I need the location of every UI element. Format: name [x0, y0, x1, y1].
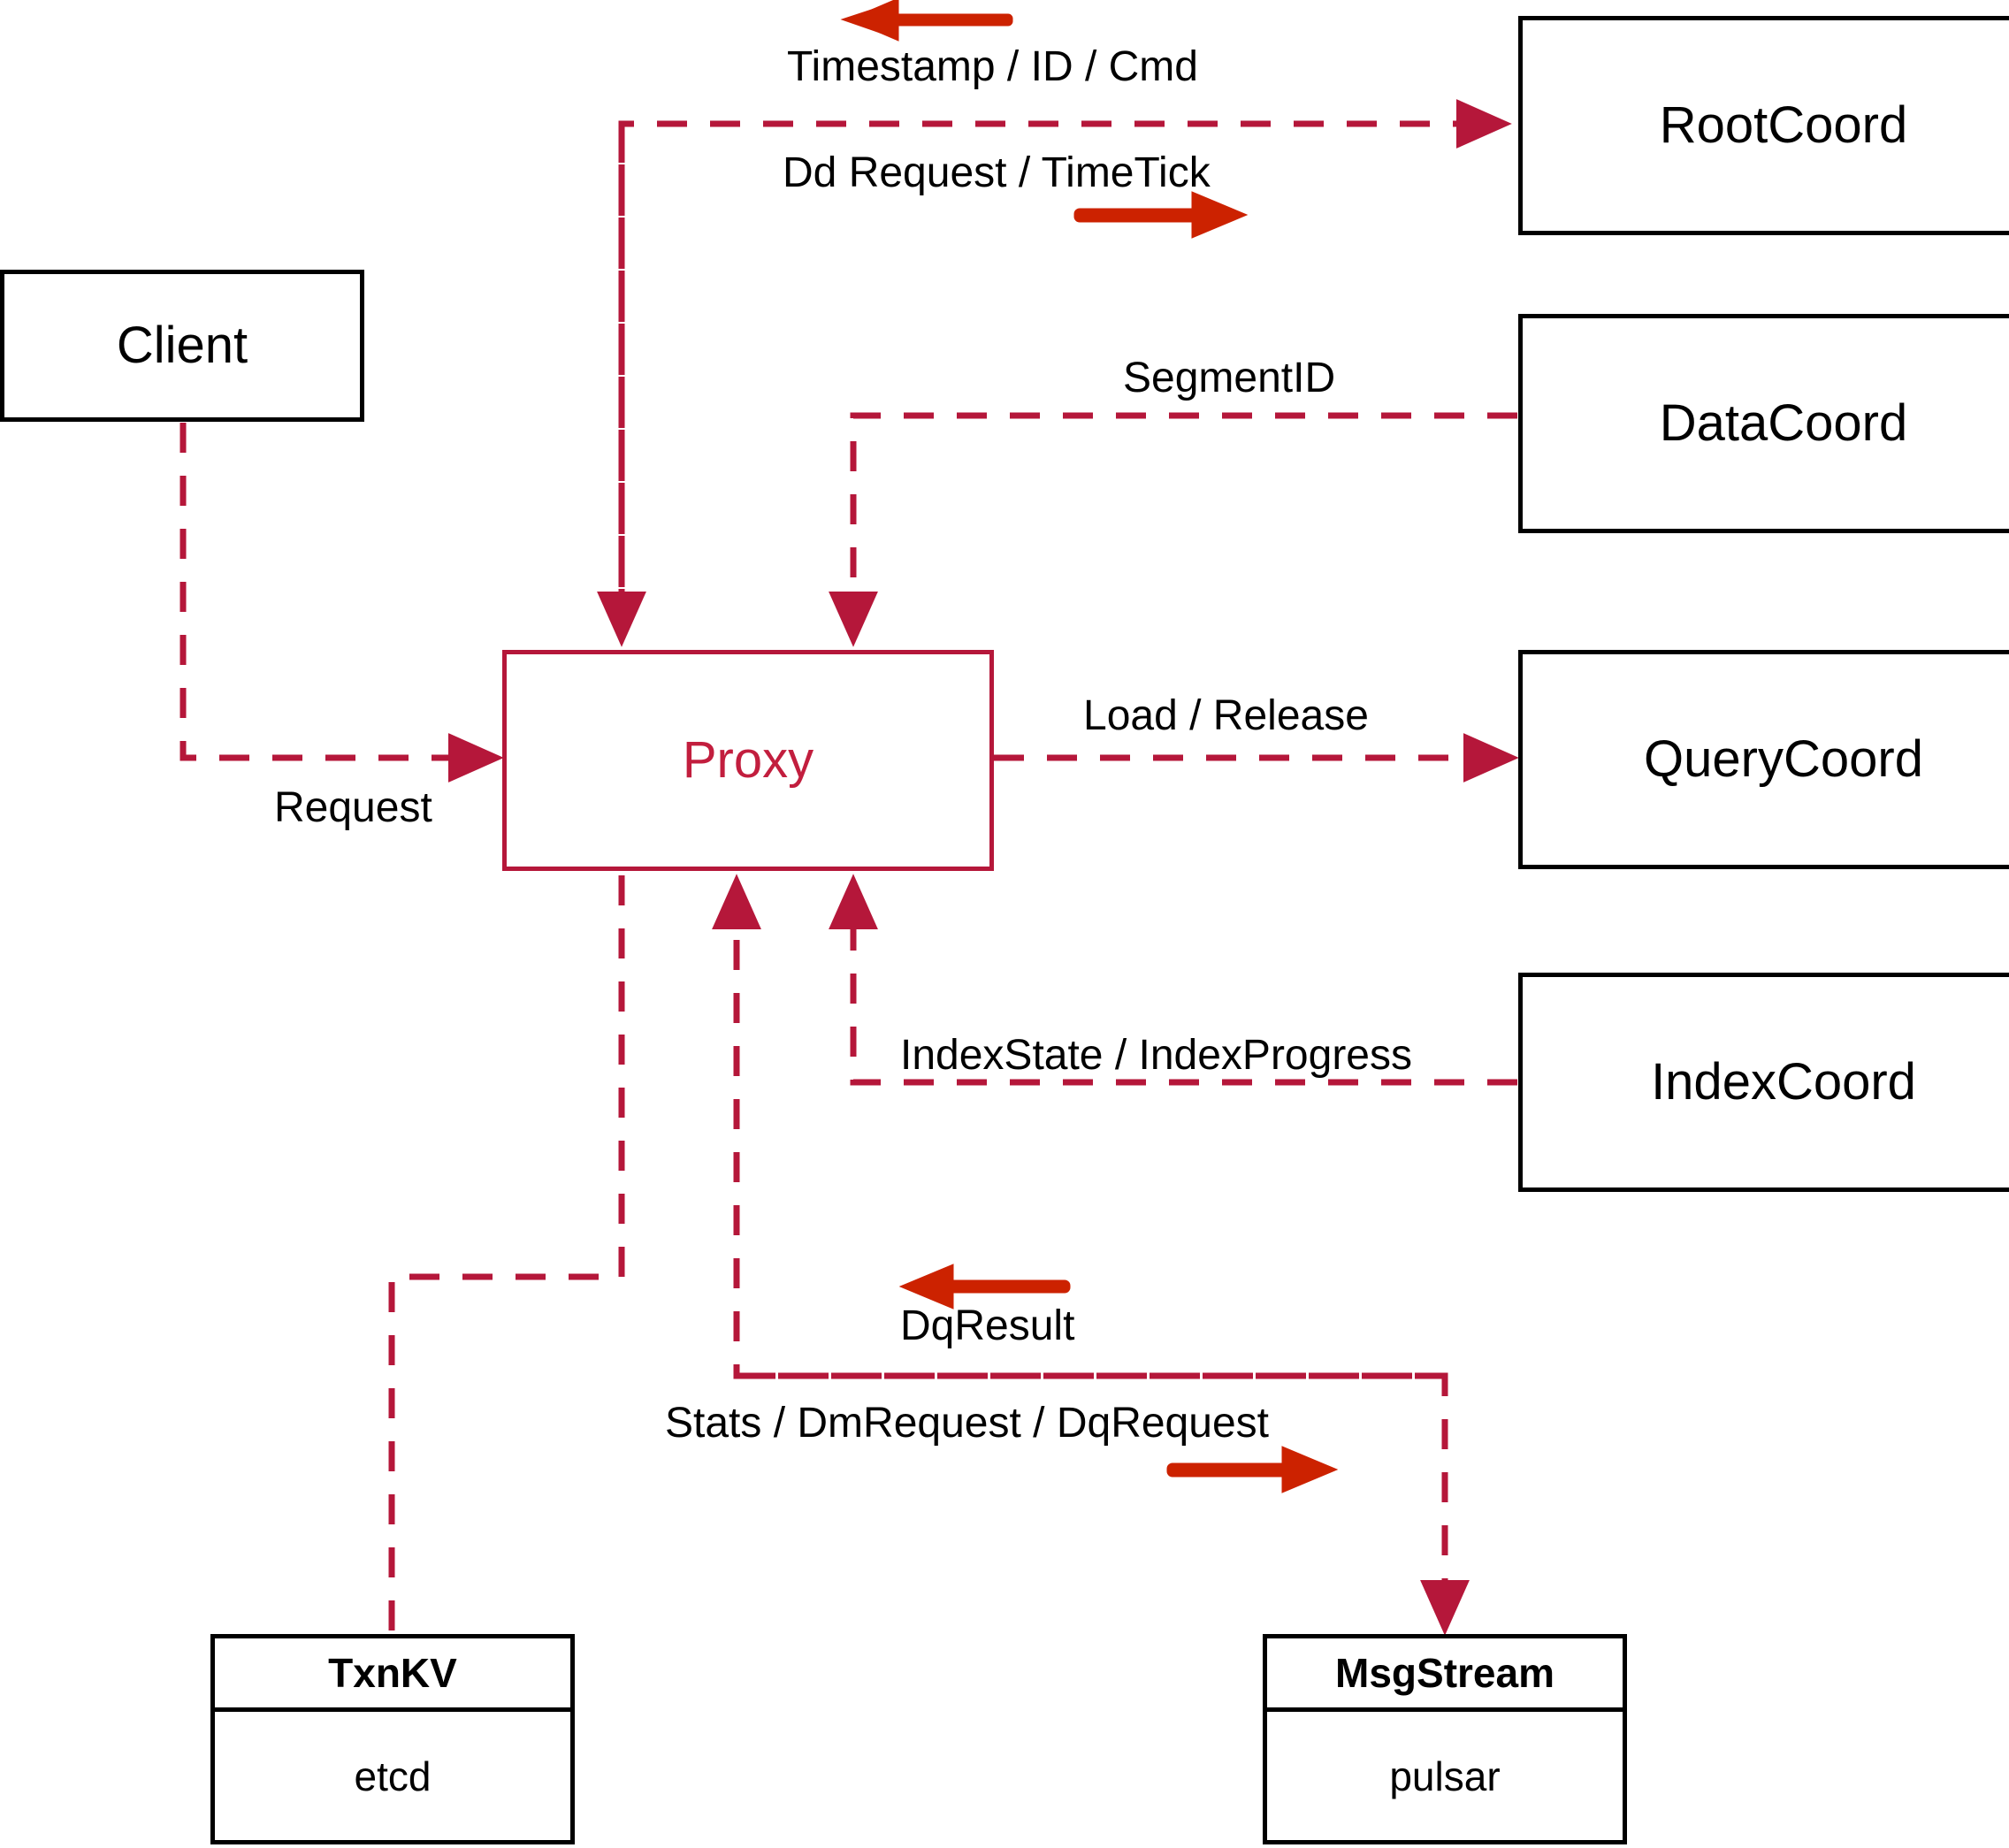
- node-root-coord[interactable]: RootCoord: [1518, 16, 2009, 235]
- node-txnkv[interactable]: TxnKV etcd: [210, 1634, 575, 1844]
- edge-label-stats-dm-dq-request: Stats / DmRequest / DqRequest: [665, 1400, 1269, 1447]
- node-index-coord[interactable]: IndexCoord: [1518, 973, 2009, 1192]
- node-client[interactable]: Client: [0, 270, 364, 422]
- node-data-coord-label: DataCoord: [1659, 394, 1908, 452]
- node-query-coord[interactable]: QueryCoord: [1518, 650, 2009, 869]
- node-txnkv-title: TxnKV: [328, 1650, 457, 1696]
- node-root-coord-label: RootCoord: [1659, 96, 1908, 154]
- node-txnkv-body: etcd: [215, 1712, 570, 1840]
- edge-label-dq-result: DqResult: [900, 1302, 1075, 1349]
- node-txnkv-impl: etcd: [354, 1753, 432, 1799]
- arrow-timestamp-id-cmd: [840, 0, 1013, 42]
- edge-request: [180, 423, 504, 783]
- node-msgstream-impl: pulsar: [1389, 1753, 1501, 1799]
- node-index-coord-label: IndexCoord: [1651, 1053, 1916, 1111]
- arrow-stats-dm-dq-request: [1166, 1446, 1339, 1493]
- edge-label-segment-id: SegmentID: [1123, 355, 1336, 401]
- edge-label-index-state-progress: IndexState / IndexProgress: [900, 1032, 1412, 1079]
- node-txnkv-header: TxnKV: [215, 1638, 570, 1712]
- edge-label-load-release: Load / Release: [1083, 692, 1369, 739]
- edge-dd-request-timetick: [618, 99, 1512, 619]
- node-msgstream-body: pulsar: [1267, 1712, 1623, 1840]
- edge-label-timestamp-id-cmd: Timestamp / ID / Cmd: [787, 43, 1198, 90]
- node-data-coord[interactable]: DataCoord: [1518, 314, 2009, 533]
- node-msgstream-header: MsgStream: [1267, 1638, 1623, 1712]
- edge-label-request: Request: [274, 784, 432, 831]
- edge-label-dd-request-timetick: Dd Request / TimeTick: [783, 149, 1211, 196]
- edge-segment-id: [829, 412, 1517, 647]
- arrow-dd-request-timetick: [1073, 191, 1249, 239]
- node-msgstream-title: MsgStream: [1335, 1650, 1554, 1696]
- edge-dq-result: [712, 874, 1445, 1379]
- node-msgstream[interactable]: MsgStream pulsar: [1263, 1634, 1627, 1844]
- node-proxy-label: Proxy: [682, 731, 814, 789]
- edge-proxy-txnkv: [388, 875, 625, 1634]
- node-proxy[interactable]: Proxy: [502, 650, 994, 871]
- node-query-coord-label: QueryCoord: [1644, 730, 1923, 788]
- node-client-label: Client: [116, 317, 248, 374]
